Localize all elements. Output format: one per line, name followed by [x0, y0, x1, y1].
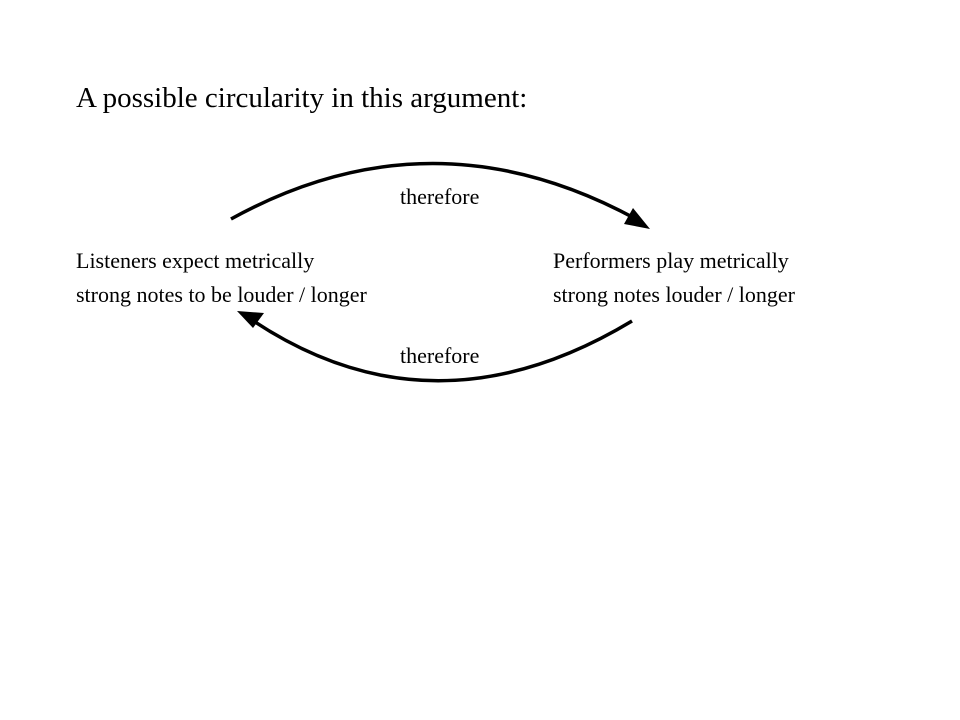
listeners-line-1: Listeners expect metrically [76, 248, 315, 273]
performers-line-2: strong notes louder / longer [553, 282, 795, 307]
edge-label-top: therefore [400, 184, 480, 209]
slide-title: A possible circularity in this argument: [76, 82, 528, 114]
listeners-node: Listeners expect metrically strong notes… [76, 244, 367, 312]
bottom-arrow [237, 311, 633, 383]
listeners-line-2: strong notes to be louder / longer [76, 282, 367, 307]
top-arrow [230, 161, 650, 229]
performers-node: Performers play metrically strong notes … [553, 244, 795, 312]
bottom-arrow-curve [251, 318, 633, 383]
performers-line-1: Performers play metrically [553, 248, 789, 273]
top-arrow-curve [230, 161, 637, 221]
top-arrow-head [624, 208, 650, 229]
edge-label-bottom: therefore [400, 343, 480, 368]
bottom-arrow-head [237, 311, 264, 328]
